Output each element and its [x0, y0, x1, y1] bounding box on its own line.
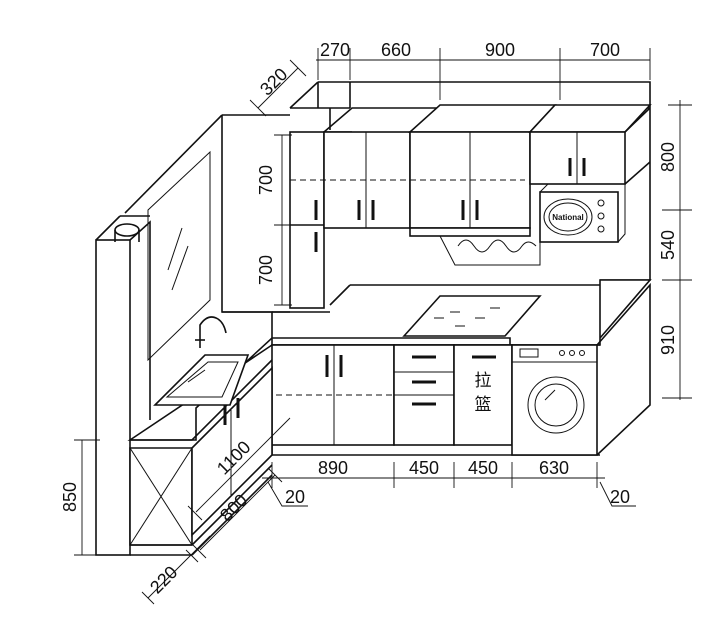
dim-bottom-1: 890	[318, 458, 348, 478]
lower-cabinets: 拉 篮	[271, 344, 600, 456]
dim-right-3: 910	[658, 325, 678, 355]
microwave-brand-label: National	[552, 213, 584, 222]
dim-bottom-3: 450	[468, 458, 498, 478]
dim-left-wall-2: 700	[256, 255, 276, 285]
cooktop	[402, 295, 542, 337]
dim-bottom-4: 630	[539, 458, 569, 478]
washing-machine	[511, 282, 651, 456]
dim-top-4: 700	[590, 40, 620, 60]
dim-clearance-right: 20	[610, 487, 630, 507]
dim-right-1: 800	[658, 142, 678, 172]
bottom-dimensions: 890 450 450 630	[262, 458, 605, 488]
dim-top-3: 900	[485, 40, 515, 60]
dim-bottom-2: 450	[409, 458, 439, 478]
counter-height-dimension: 850	[60, 439, 100, 556]
wall-pillar	[95, 215, 151, 556]
dim-top-2: 660	[381, 40, 411, 60]
sink	[153, 316, 250, 406]
side-cabinets	[129, 366, 273, 556]
microwave: National	[539, 183, 626, 243]
window	[147, 150, 211, 362]
dim-clearance-left: 20	[285, 487, 305, 507]
dim-top-1: 270	[320, 40, 350, 60]
dim-corner-depth: 220	[146, 562, 181, 597]
right-dimensions: 800 540 910	[658, 100, 692, 400]
dim-depth-top: 320	[256, 64, 291, 99]
pull-basket-cabinet	[453, 344, 513, 446]
dim-counter-height: 850	[60, 482, 80, 512]
dim-left-wall-1: 700	[256, 165, 276, 195]
top-dimensions: 270 660 900 700	[316, 40, 651, 100]
corner-depth-dimension: 220	[141, 535, 211, 605]
left-wall-dimensions: 700 700	[256, 134, 292, 306]
clearance-dimensions: 20 20	[267, 481, 636, 507]
pull-basket-label-2: 篮	[475, 395, 492, 415]
dim-right-2: 540	[658, 230, 678, 260]
pull-basket-label-1: 拉	[475, 371, 492, 391]
range-hood	[409, 227, 541, 266]
upper-cabinets	[290, 104, 652, 229]
